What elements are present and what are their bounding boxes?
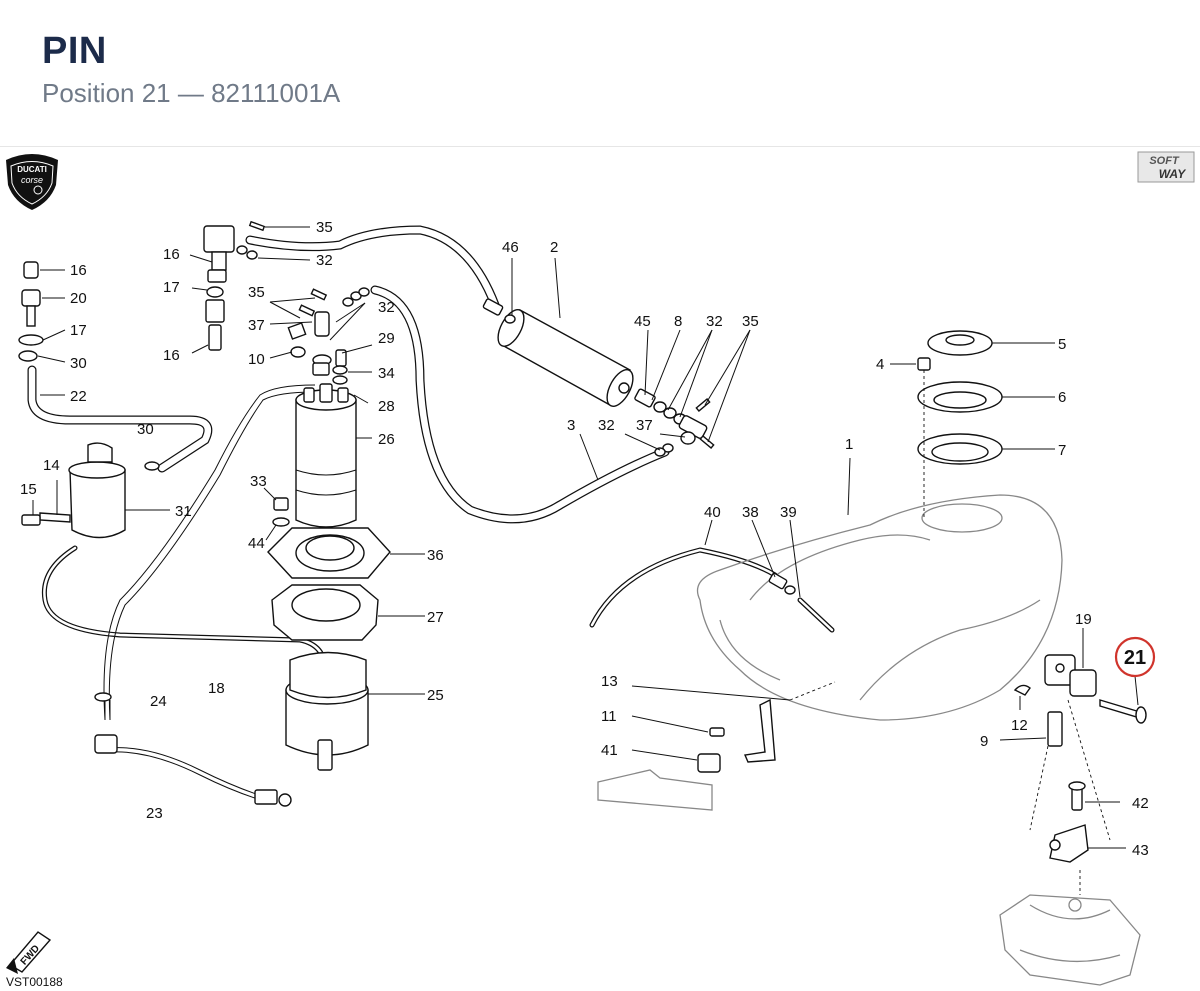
softway-logo: SOFT WAY <box>1137 151 1195 183</box>
exploded-parts-diagram: DUCATI corse SOFT WAY <box>6 151 1195 989</box>
callout-17: 17 <box>163 279 180 296</box>
forward-arrow-badge: FWD <box>6 931 52 974</box>
callout-32: 32 <box>598 417 615 434</box>
callout-8: 8 <box>674 313 682 330</box>
callout-34: 34 <box>378 365 395 382</box>
callout-24: 24 <box>150 693 167 710</box>
callout-19: 19 <box>1075 611 1092 628</box>
fuel-tank-1 <box>696 457 1063 721</box>
frame-mount-ghost <box>999 894 1141 986</box>
callout-36: 36 <box>427 547 444 564</box>
callout-39: 39 <box>780 504 797 521</box>
callout-46: 46 <box>502 239 519 256</box>
callout-43: 43 <box>1132 842 1149 859</box>
drawing-code: VST00188 <box>6 975 63 989</box>
callout-35: 35 <box>248 284 265 301</box>
callout-9: 9 <box>980 733 988 750</box>
callout-3: 3 <box>567 417 575 434</box>
logo-brand-text: DUCATI <box>17 165 47 174</box>
nut-33-washer-44 <box>263 487 290 541</box>
callout-23: 23 <box>146 805 163 822</box>
callout-5: 5 <box>1058 336 1066 353</box>
hose-paths <box>27 225 778 721</box>
callout-7: 7 <box>1058 442 1066 459</box>
callout-33: 33 <box>250 473 267 490</box>
callout-17: 17 <box>70 322 87 339</box>
left-fitting-stack <box>18 261 66 396</box>
callout-31: 31 <box>175 503 192 520</box>
page-title: PIN <box>42 30 107 72</box>
callout-25: 25 <box>427 687 444 704</box>
callout-15: 15 <box>20 481 37 498</box>
callout-38: 38 <box>742 504 759 521</box>
callout-44: 44 <box>248 535 265 552</box>
callout-28: 28 <box>378 398 395 415</box>
callout-11: 11 <box>601 708 617 725</box>
fuel-pump-fitting-group <box>189 220 311 354</box>
callout-12: 12 <box>1011 717 1028 734</box>
outlet-connectors <box>579 329 751 481</box>
callout-30: 30 <box>137 421 154 438</box>
fuel-pump-26 <box>295 383 372 528</box>
callout-18: 18 <box>208 680 225 697</box>
flange-36 <box>267 527 425 579</box>
page-subtitle: Position 21 — 82111001A <box>42 78 341 108</box>
page-header: PIN Position 21 — 82111001A <box>0 0 1200 147</box>
bracket-assembly <box>597 681 836 811</box>
highlight-circle[interactable] <box>1114 636 1156 678</box>
callout-16: 16 <box>163 246 180 263</box>
logo-brand-subtext: corse <box>21 175 43 185</box>
callout-30: 30 <box>70 355 87 372</box>
callout-13: 13 <box>601 673 618 690</box>
fuel-filter-2 <box>482 257 634 407</box>
callout-32: 32 <box>378 299 395 316</box>
softway-top-text: SOFT <box>1149 155 1180 167</box>
callout-27: 27 <box>427 609 444 626</box>
callout-45: 45 <box>634 313 651 330</box>
callout-32: 32 <box>316 252 333 269</box>
callout-14: 14 <box>43 457 60 474</box>
callout-22: 22 <box>70 388 87 405</box>
callout-42: 42 <box>1132 795 1149 812</box>
callout-1: 1 <box>845 436 853 453</box>
callout-37: 37 <box>248 317 265 334</box>
fastener-group-right <box>999 684 1126 895</box>
callout-labels: 35 32 16 17 35 32 37 16 10 29 34 28 26 1… <box>20 219 1149 859</box>
callout-16: 16 <box>163 347 180 364</box>
callout-37: 37 <box>636 417 653 434</box>
callout-6: 6 <box>1058 389 1066 406</box>
fuel-pump-connectors <box>269 287 373 404</box>
callout-32: 32 <box>706 313 723 330</box>
callout-10: 10 <box>248 351 265 368</box>
callout-41: 41 <box>601 742 618 759</box>
ducati-corse-logo: DUCATI corse <box>6 154 58 210</box>
pin-21-highlighted: 21 <box>1099 636 1156 724</box>
callout-26: 26 <box>378 431 395 448</box>
callout-35: 35 <box>742 313 759 330</box>
mount-27 <box>271 584 425 641</box>
canister-25 <box>285 651 425 771</box>
filler-cap-stack <box>890 330 1055 520</box>
callout-20: 20 <box>70 290 87 307</box>
sensor-cable-23 <box>94 692 292 807</box>
fuel-filter-31 <box>21 442 170 539</box>
highlight-label[interactable]: 21 <box>1124 647 1146 669</box>
callout-40: 40 <box>704 504 721 521</box>
callout-4: 4 <box>876 356 884 373</box>
softway-bottom-text: WAY <box>1159 167 1186 181</box>
callout-29: 29 <box>378 330 395 347</box>
callout-35: 35 <box>316 219 333 236</box>
callout-2: 2 <box>550 239 558 256</box>
mounting-bracket-19 <box>1044 628 1097 697</box>
callout-16: 16 <box>70 262 87 279</box>
